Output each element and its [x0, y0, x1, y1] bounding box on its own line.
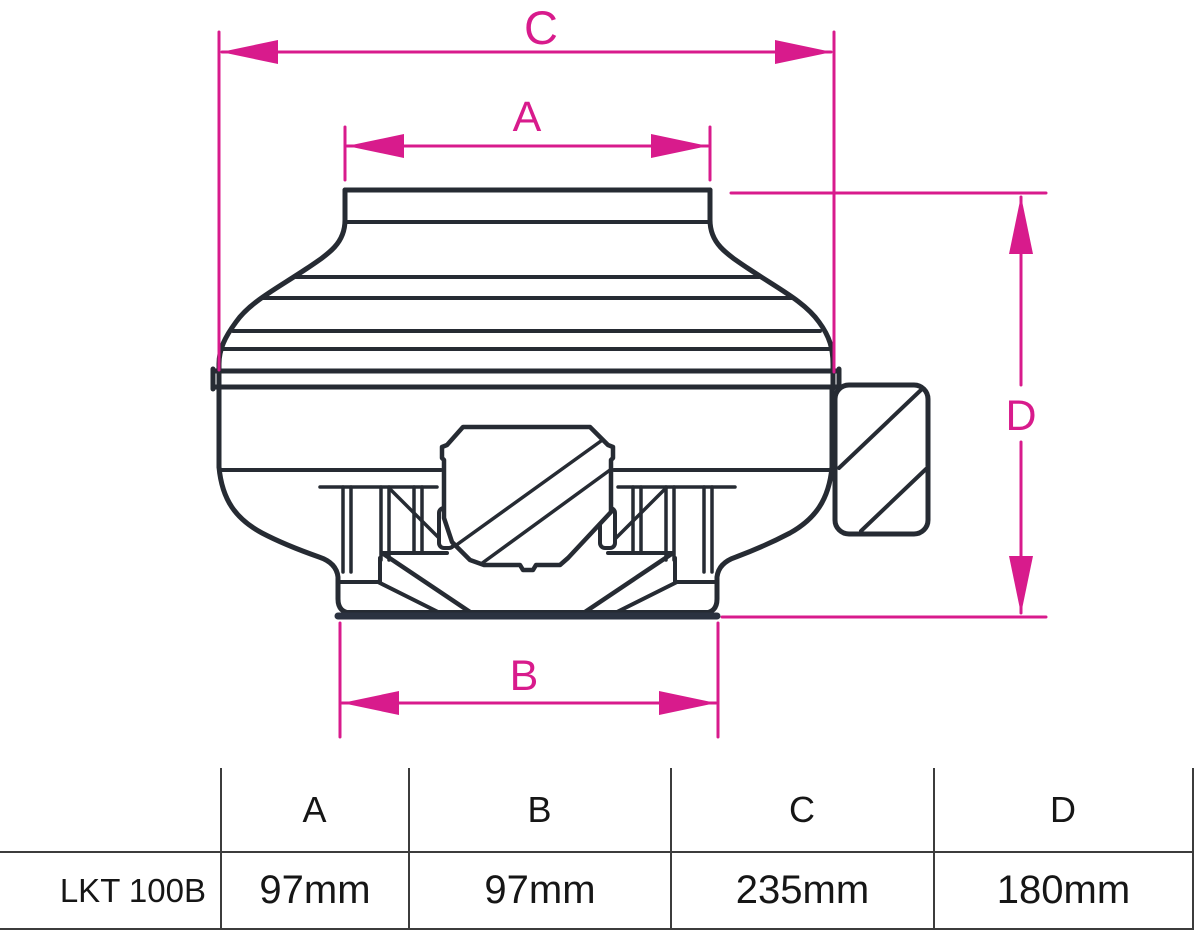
- header-empty-cell: [0, 768, 220, 851]
- value-cell-b: 97mm: [408, 853, 670, 928]
- dimensions-table: A B C D LKT 100B 97mm 97mm 235mm 180mm: [0, 768, 1194, 930]
- dim-a: A: [343, 93, 712, 182]
- header-cell-b: B: [408, 768, 670, 851]
- fan-outline: [210, 187, 931, 620]
- housing-band: [210, 366, 842, 392]
- mounting-bracket: [318, 485, 737, 574]
- fan-drawing: C A D: [210, 1, 1048, 739]
- dim-b-label: B: [510, 652, 539, 700]
- inlet-spigot: [342, 187, 713, 224]
- model-label-cell: LKT 100B: [59, 871, 206, 909]
- dim-c-label: C: [524, 1, 558, 54]
- motor: [439, 424, 616, 573]
- header-cell-c: C: [670, 768, 933, 851]
- housing-left-side: [216, 187, 348, 392]
- table-data-row: LKT 100B 97mm 97mm 235mm 180mm: [0, 853, 1194, 930]
- base-plate: [334, 610, 721, 620]
- housing-right-side: [707, 187, 836, 392]
- value-cell-a: 97mm: [220, 853, 408, 928]
- terminal-box: [832, 382, 931, 537]
- header-cell-a: A: [220, 768, 408, 851]
- header-cell-d: D: [933, 768, 1194, 851]
- dim-b: B: [338, 621, 720, 739]
- motor-hatch: [453, 439, 612, 566]
- dim-d-label: D: [1005, 392, 1036, 440]
- dim-a-label: A: [513, 93, 542, 141]
- dim-c: C: [217, 1, 836, 374]
- pedestal: [216, 464, 835, 616]
- value-cell-d: 180mm: [933, 853, 1194, 928]
- housing-ribs: [220, 275, 833, 351]
- dimension-annotations: C A D: [217, 1, 1048, 739]
- table-header-row: A B C D: [0, 768, 1194, 853]
- dim-d: D: [720, 191, 1048, 619]
- value-cell-c: 235mm: [670, 853, 933, 928]
